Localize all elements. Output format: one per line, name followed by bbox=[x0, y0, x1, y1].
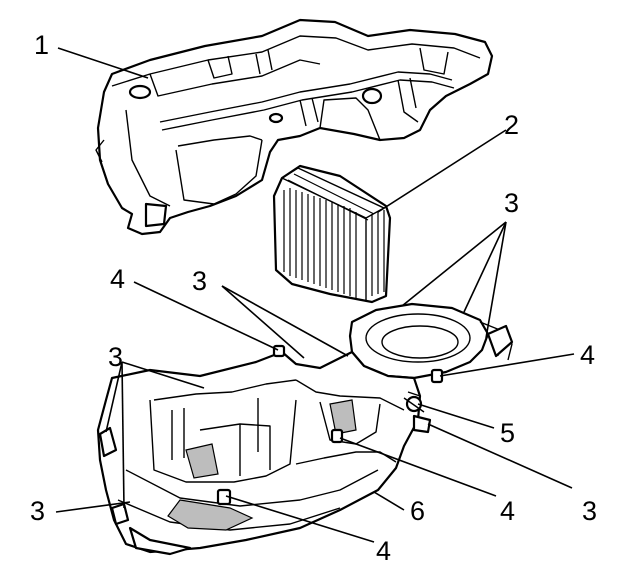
leader-3-top-right-a bbox=[401, 221, 507, 307]
leader-2 bbox=[377, 129, 507, 213]
upper-case-housing bbox=[95, 18, 494, 236]
evaporator-fins bbox=[283, 173, 385, 298]
leader-3-left-a bbox=[121, 361, 205, 389]
leader-5 bbox=[417, 403, 495, 429]
callout-5: 5 bbox=[500, 418, 515, 448]
leader-lines bbox=[55, 47, 575, 543]
callout-4-left: 4 bbox=[110, 264, 125, 294]
callout-3-left: 3 bbox=[108, 342, 123, 372]
leader-3-bottom-right bbox=[427, 423, 573, 489]
callout-6: 6 bbox=[410, 496, 425, 526]
callout-2: 2 bbox=[504, 110, 519, 140]
callout-3-bottom-right: 3 bbox=[582, 496, 597, 526]
leader-3-top-right-b bbox=[463, 221, 507, 313]
leader-3-center-a bbox=[221, 285, 305, 359]
leader-3-left-c bbox=[121, 361, 125, 509]
leader-4-right bbox=[439, 353, 575, 377]
callout-4-bottom-center: 4 bbox=[500, 496, 515, 526]
leader-3-left-b bbox=[105, 361, 123, 433]
leader-4-left bbox=[133, 281, 279, 351]
leader-1 bbox=[57, 47, 149, 79]
callout-1: 1 bbox=[34, 30, 49, 60]
callout-labels: 1 2 3 3 4 3 4 5 3 6 4 3 4 bbox=[30, 30, 597, 566]
callout-4-bottom: 4 bbox=[376, 536, 391, 566]
leader-3-top-right-c bbox=[485, 221, 507, 339]
leader-3-bottom-left bbox=[55, 501, 131, 513]
callout-3-bottom-left: 3 bbox=[30, 496, 45, 526]
lower-case-housing bbox=[96, 302, 514, 556]
callout-4-right: 4 bbox=[580, 340, 595, 370]
callout-3-center: 3 bbox=[192, 266, 207, 296]
callout-3-top-right: 3 bbox=[504, 188, 519, 218]
leader-3-center-b bbox=[221, 285, 349, 357]
evaporator-core bbox=[272, 164, 392, 304]
leader-4-bottom-center bbox=[339, 437, 497, 497]
leader-4-bottom bbox=[225, 495, 375, 543]
leader-6 bbox=[373, 491, 405, 511]
